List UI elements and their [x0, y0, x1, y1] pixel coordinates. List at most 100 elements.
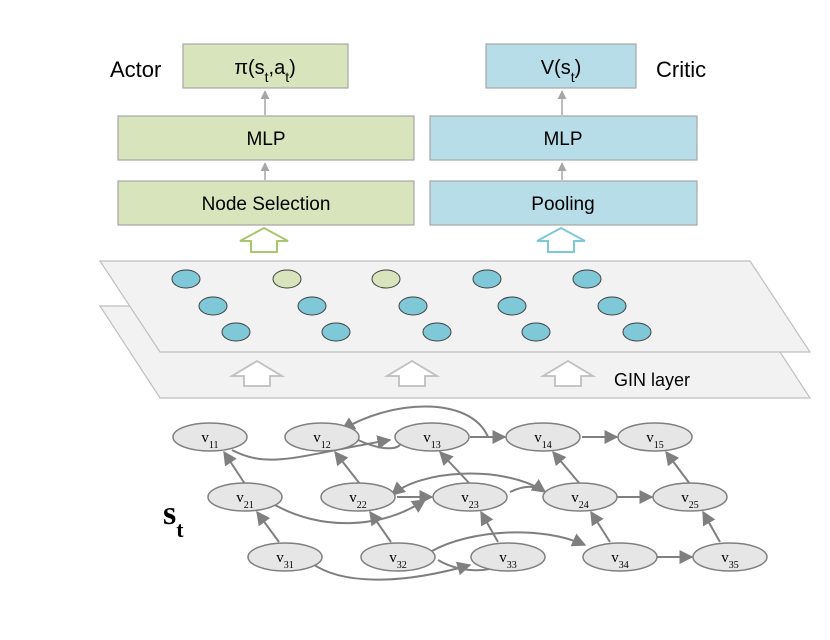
graph-node-v34: v34 — [582, 542, 658, 572]
state-label: st — [163, 495, 184, 542]
graph-node-shape — [394, 422, 470, 452]
graph-node-label: v11 — [201, 430, 218, 451]
graph-node-shape — [360, 542, 436, 572]
graph-edge — [665, 450, 691, 485]
graph-edge — [439, 450, 471, 485]
critic-label: Critic — [656, 57, 706, 82]
graph-node-shape — [505, 422, 581, 452]
graph-edge — [509, 479, 547, 493]
embedding-node — [472, 269, 502, 289]
disjunctive-graph: st — [163, 405, 768, 581]
graph-node-label: v15 — [646, 430, 664, 451]
embedding-node — [297, 296, 327, 316]
graph-node-v14: v14 — [505, 422, 581, 452]
graph-node-v31: v31 — [247, 542, 323, 572]
gin-up-arrow-icon — [383, 359, 441, 387]
graph-edge — [256, 510, 280, 543]
graph-node-shape — [692, 542, 768, 572]
graph-node-v25: v25 — [652, 482, 728, 512]
graph-node-label: v22 — [349, 490, 367, 511]
critic-mlp-label: MLP — [543, 129, 582, 150]
actor-label: Actor — [110, 57, 161, 82]
graph-node-shape — [432, 482, 508, 512]
selected-embedding-node — [371, 269, 401, 289]
graph-node-v12: v12 — [284, 422, 360, 452]
critic-branch: V(st) Critic MLP Pooling — [429, 43, 706, 253]
graph-node-shape — [470, 542, 546, 572]
graph-edge — [480, 510, 499, 543]
graph-node-v15: v15 — [617, 422, 693, 452]
graph-edge — [309, 561, 472, 581]
embedding-node — [622, 322, 652, 342]
graph-node-label: v14 — [534, 430, 552, 451]
graph-node-label: v21 — [236, 490, 254, 511]
graph-edge — [702, 510, 721, 543]
graph-node-shape — [652, 482, 728, 512]
graph-node-v23: v23 — [432, 482, 508, 512]
embedding-node — [597, 296, 627, 316]
graph-node-label: v13 — [423, 430, 441, 451]
graph-edge — [231, 435, 392, 461]
critic-output-label: V(st) — [541, 57, 582, 85]
graph-node-label: v23 — [461, 490, 479, 511]
embedding-node — [221, 322, 251, 342]
embedding-node — [572, 269, 602, 289]
graph-node-v32: v32 — [360, 542, 436, 572]
graph-node-shape — [207, 482, 283, 512]
gin-layers: GIN layer — [98, 260, 812, 399]
graph-node-shape — [247, 542, 323, 572]
actor-output-box — [182, 43, 349, 89]
graph-node-label: v12 — [313, 430, 331, 451]
gin-layer-label: GIN layer — [614, 370, 690, 390]
graph-edge — [357, 439, 401, 450]
graph-node-v35: v35 — [692, 542, 768, 572]
graph-node-v24: v24 — [542, 482, 618, 512]
pooling-box — [429, 180, 698, 226]
critic-up-arrow-icon — [536, 226, 586, 253]
critic-output-box — [485, 43, 637, 89]
graph-node-label: v35 — [721, 550, 739, 571]
graph-node-shape — [617, 422, 693, 452]
gin-up-arrow-icon — [539, 359, 597, 387]
node-selection-label: Node Selection — [202, 194, 331, 215]
graph-node-v21: v21 — [207, 482, 283, 512]
graph-edge — [369, 510, 392, 543]
graph-edge — [223, 450, 246, 485]
embedding-node — [171, 269, 201, 289]
actor-mlp-label: MLP — [246, 129, 285, 150]
graph-node-v22: v22 — [320, 482, 396, 512]
graph-edge — [340, 405, 489, 438]
embedding-node — [422, 322, 452, 342]
graph-edge — [274, 499, 427, 525]
graph-edge — [590, 510, 611, 543]
graph-node-shape — [320, 482, 396, 512]
graph-edge — [390, 472, 543, 496]
actor-output-label: π(st,at) — [234, 57, 296, 85]
embedding-node — [198, 296, 228, 316]
graph-node-label: v32 — [389, 550, 407, 571]
graph-node-label: v33 — [499, 550, 517, 571]
embedding-node — [521, 322, 551, 342]
actor-mlp-box — [117, 115, 415, 161]
graph-edge — [431, 531, 587, 552]
graph-node-v13: v13 — [394, 422, 470, 452]
actor-up-arrow-icon — [239, 226, 289, 253]
selected-embedding-node — [272, 269, 302, 289]
graph-node-label: v31 — [276, 550, 294, 571]
graph-edge — [334, 450, 361, 485]
graph-node-shape — [284, 422, 360, 452]
embedding-node — [398, 296, 428, 316]
embedding-node — [321, 322, 351, 342]
actor-branch: Actor π(st,at) MLP Node Selection — [110, 43, 415, 253]
node-selection-box — [117, 180, 415, 226]
graph-node-label: v24 — [571, 490, 589, 511]
embedding-node — [497, 296, 527, 316]
critic-mlp-box — [429, 115, 698, 161]
graph-edge — [552, 450, 581, 485]
graph-node-shape — [172, 422, 248, 452]
graph-node-shape — [582, 542, 658, 572]
graph-node-shape — [542, 482, 618, 512]
pooling-label: Pooling — [531, 194, 594, 215]
graph-node-label: v25 — [681, 490, 699, 511]
